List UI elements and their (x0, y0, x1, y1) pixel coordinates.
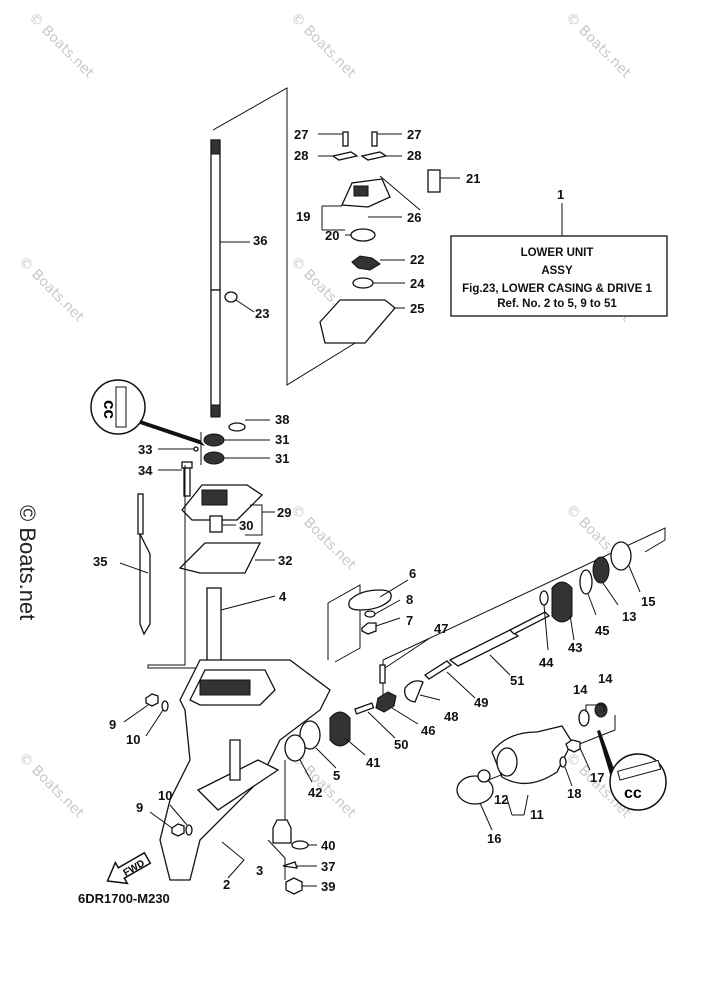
callout-number: 27 (294, 127, 308, 142)
callout-numbers: 1 27 27 28 28 21 19 26 20 36 22 24 25 23… (93, 127, 655, 894)
watermark: © Boats.net (15, 254, 87, 326)
callout-number: 23 (255, 306, 269, 321)
bolt-part (158, 461, 193, 497)
fwd-arrow: FWD (106, 851, 152, 885)
callout-number: 47 (434, 621, 448, 636)
callout-number: 36 (253, 233, 267, 248)
callout-number: 2 (223, 877, 230, 892)
callout-number: 14 (573, 682, 588, 697)
callout-number: 10 (158, 788, 172, 803)
info-box-line2: ASSY (541, 265, 573, 277)
callout-number: 51 (510, 673, 524, 688)
callout-number: 45 (595, 623, 609, 638)
cc-marker: cc (624, 785, 642, 802)
drive-shaft (210, 139, 250, 418)
callout-number: 39 (321, 879, 335, 894)
callout-number: 30 (239, 518, 253, 533)
callout-number: 29 (277, 505, 291, 520)
callout-number: 35 (93, 554, 107, 569)
callout-number: 4 (279, 589, 287, 604)
watermark: © Boats.net (15, 750, 87, 822)
callout-number: 26 (407, 210, 421, 225)
callout-number: 17 (590, 770, 604, 785)
lower-casing (159, 659, 331, 881)
callout-number: 11 (530, 807, 544, 822)
figure-code: 6DR1700-M230 (78, 891, 170, 906)
watermark: © Boats.net (287, 502, 359, 574)
callout-number: 12 (494, 792, 508, 807)
callout-number: 6 (409, 566, 416, 581)
info-box-line1: LOWER UNIT (521, 247, 594, 259)
callout-number: 27 (407, 127, 421, 142)
pump-housing (181, 484, 275, 536)
info-box: LOWER UNIT ASSY Fig.23, LOWER CASING & D… (450, 203, 668, 317)
callout-number: 21 (466, 171, 480, 186)
callout-number: 3 (256, 863, 263, 878)
callout-number: 38 (275, 412, 289, 427)
callout-number: 28 (294, 148, 308, 163)
callout-number: 46 (421, 723, 435, 738)
callout-number: 32 (278, 553, 292, 568)
watermark: © Boats.net (562, 10, 634, 82)
callout-number: 37 (321, 859, 335, 874)
callout-number: 43 (568, 640, 582, 655)
callout-number: 50 (394, 737, 408, 752)
group-frame-right (382, 527, 666, 661)
fwd-label: FWD (122, 858, 147, 879)
propeller-shaft-group (448, 541, 641, 676)
watermark: © Boats.net (287, 10, 359, 82)
gear-group (284, 711, 366, 783)
callout-number: 33 (138, 442, 152, 457)
callout-number: 5 (333, 768, 340, 783)
watermark-large: © Boats.net (15, 505, 40, 620)
callout-number: 31 (275, 451, 289, 466)
bolt-group-upper (123, 693, 169, 737)
callout-number: 13 (622, 609, 636, 624)
callout-number: 14 (598, 671, 613, 686)
callout-number: 28 (407, 148, 421, 163)
circlip-part (224, 291, 238, 303)
callout-number: 18 (567, 786, 581, 801)
propeller-housing-group (456, 702, 616, 831)
bearing-group (158, 419, 270, 465)
callout-number: 42 (308, 785, 322, 800)
callout-number: 34 (138, 463, 153, 478)
cc-callout-left: cc (90, 379, 205, 446)
info-box-line4: Ref. No. 2 to 5, 9 to 51 (497, 298, 617, 310)
callout-number: 1 (557, 187, 564, 202)
callout-number: 9 (136, 800, 143, 815)
callout-number: 9 (109, 717, 116, 732)
water-tube (206, 587, 222, 664)
callout-number: 41 (366, 755, 380, 770)
callout-number: 25 (410, 301, 424, 316)
shift-rod (119, 493, 151, 636)
callout-number: 15 (641, 594, 655, 609)
info-box-line3: Fig.23, LOWER CASING & DRIVE 1 (462, 283, 652, 295)
gasket-part (178, 542, 262, 574)
cc-marker: cc (100, 400, 119, 419)
cam-group (348, 579, 409, 635)
clutch-group (354, 637, 476, 739)
callout-number: 44 (539, 655, 554, 670)
water-pump-group (318, 131, 460, 344)
drain-group (221, 760, 317, 895)
callout-number: 24 (410, 276, 425, 291)
watermark: © Boats.net (25, 10, 97, 82)
callout-number: 20 (325, 228, 339, 243)
callout-number: 8 (406, 592, 413, 607)
callout-number: 10 (126, 732, 140, 747)
callout-number: 31 (275, 432, 289, 447)
cc-callout-right: cc (597, 730, 667, 811)
group-frame-left (147, 590, 230, 669)
callout-number: 7 (406, 613, 413, 628)
callout-number: 48 (444, 709, 458, 724)
callout-number: 16 (487, 831, 501, 846)
group-frame-upper (212, 87, 361, 386)
callout-number: 22 (410, 252, 424, 267)
callout-number: 40 (321, 838, 335, 853)
callout-number: 19 (296, 209, 310, 224)
callout-number: 49 (474, 695, 488, 710)
bolt-group-lower (149, 804, 193, 837)
